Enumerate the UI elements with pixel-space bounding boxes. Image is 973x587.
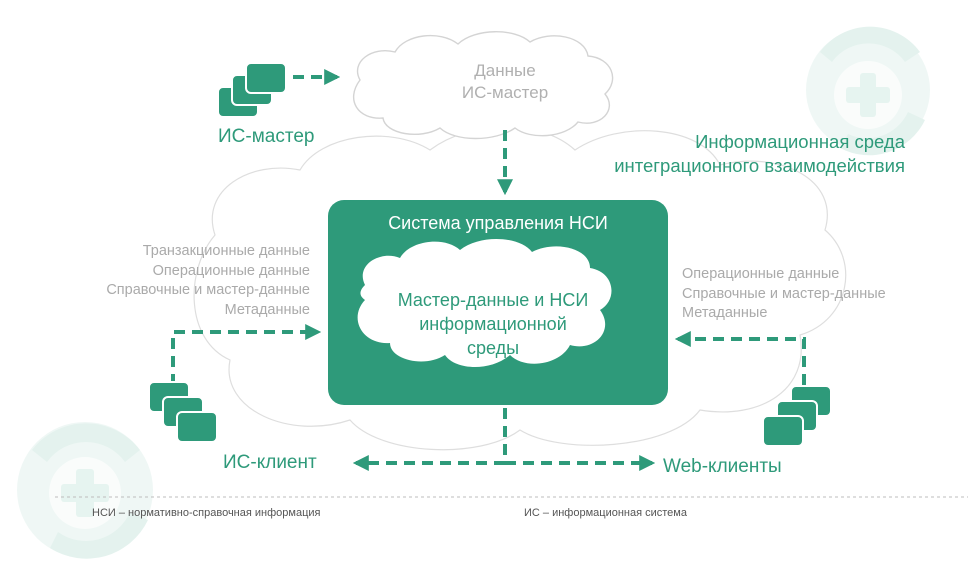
master-data-cloud bbox=[353, 31, 614, 140]
right-data-types: Операционные данные Справочные и мастер-… bbox=[682, 266, 886, 321]
arrow-icon bbox=[171, 324, 322, 385]
master-data-inner-cloud bbox=[357, 238, 612, 368]
master-data-inner-label: Мастер-данные и НСИ информационной среды bbox=[397, 290, 589, 358]
is-master-label: ИС-мастер bbox=[218, 126, 315, 147]
nsi-system-title: Система управления НСИ bbox=[388, 213, 608, 233]
footer-nsi-definition: НСИ – нормативно-справочная информация bbox=[92, 507, 321, 519]
web-clients-label: Web-клиенты bbox=[663, 456, 782, 477]
integration-environment-label: Информационная среда интеграционного вза… bbox=[614, 131, 905, 176]
server-stack-icon bbox=[148, 381, 218, 443]
left-data-types: Транзакционные данные Операционные данны… bbox=[106, 243, 310, 318]
server-stack-icon bbox=[762, 385, 832, 447]
is-client-label: ИС-клиент bbox=[223, 452, 317, 473]
master-data-cloud-label: Данные ИС-мастер bbox=[461, 61, 549, 102]
server-stack-icon bbox=[217, 62, 287, 118]
logo-watermark-icon bbox=[806, 26, 930, 156]
arrow-icon bbox=[674, 331, 806, 385]
logo-watermark-icon bbox=[17, 422, 153, 559]
footer-is-definition: ИС – информационная система bbox=[524, 507, 687, 519]
